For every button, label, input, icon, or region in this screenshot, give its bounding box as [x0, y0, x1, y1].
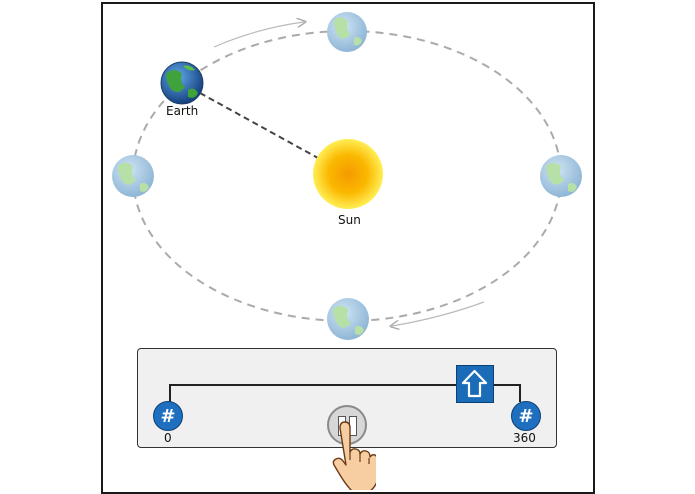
- earth-label: Earth: [166, 104, 199, 118]
- up-arrow-icon: [461, 369, 487, 398]
- orbit-direction-arrow-top: [213, 22, 304, 48]
- ghost-earth-top: [327, 12, 367, 52]
- earth[interactable]: [160, 61, 204, 105]
- max-button[interactable]: #: [511, 401, 541, 431]
- sun: [313, 139, 383, 209]
- orbit-direction-arrow-bottom: [392, 301, 485, 326]
- ghost-earth-right: [540, 155, 582, 197]
- min-button[interactable]: #: [153, 401, 183, 431]
- slider-handle[interactable]: [455, 365, 494, 403]
- sun-label: Sun: [338, 213, 361, 227]
- earth-sun-line: [199, 92, 319, 159]
- ghost-earth-left: [112, 155, 154, 197]
- slider-max-label: 360: [513, 431, 536, 445]
- slider-min-label: 0: [164, 431, 172, 445]
- ghost-earth-bottom: [327, 298, 369, 340]
- pointing-hand-icon: [332, 421, 376, 490]
